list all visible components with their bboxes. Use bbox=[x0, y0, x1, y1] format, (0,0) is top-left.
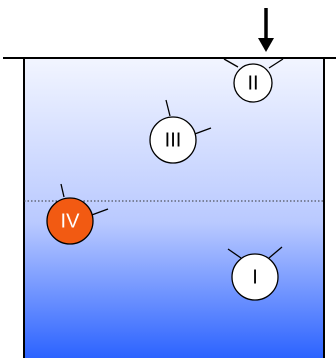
node-I-label: I bbox=[252, 266, 258, 288]
node-I-stub-right bbox=[268, 246, 283, 259]
node-II-stub-left bbox=[223, 58, 239, 68]
node-III-stub-top bbox=[165, 99, 171, 117]
node-II: II bbox=[223, 58, 284, 103]
node-I-stub-left bbox=[227, 248, 242, 259]
node-IV-stub-top bbox=[60, 183, 65, 198]
node-III-label: III bbox=[165, 129, 182, 151]
node-IV-circle bbox=[46, 197, 94, 245]
node-I: I bbox=[227, 246, 283, 301]
node-I-circle bbox=[231, 253, 279, 301]
down-arrow-icon bbox=[258, 8, 274, 52]
node-II-circle bbox=[233, 63, 273, 103]
node-II-label: II bbox=[247, 72, 258, 94]
node-III: III bbox=[149, 99, 212, 164]
node-IV: IV bbox=[46, 183, 109, 245]
node-II-stub-right bbox=[268, 58, 284, 69]
node-III-circle bbox=[149, 116, 197, 164]
node-IV-label: IV bbox=[61, 210, 81, 232]
